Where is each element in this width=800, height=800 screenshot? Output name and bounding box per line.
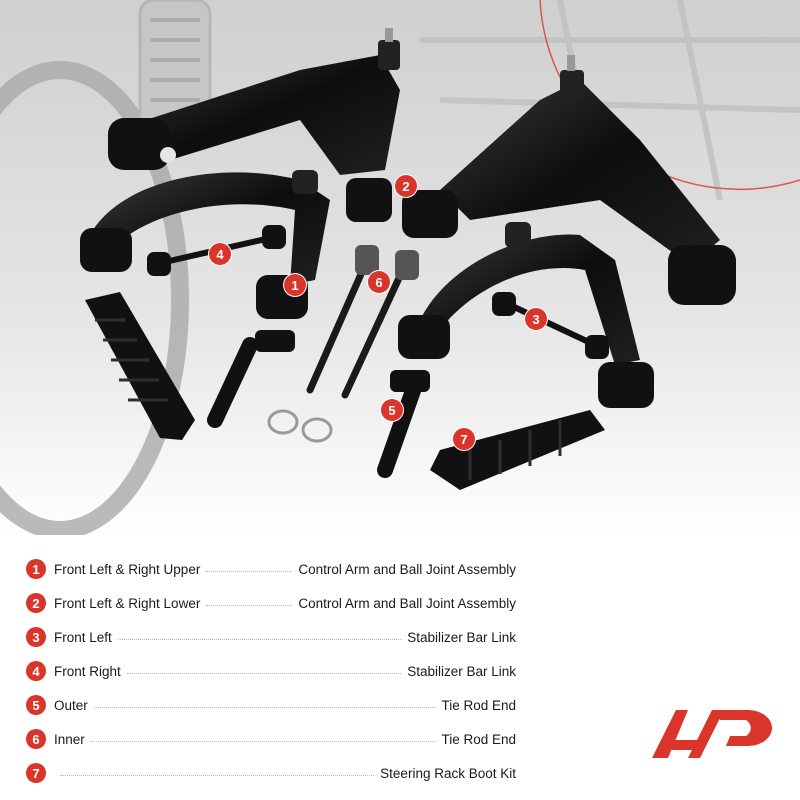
legend-part: Stabilizer Bar Link — [407, 663, 516, 679]
outer-tie-rods — [207, 330, 430, 478]
legend-part: Control Arm and Ball Joint Assembly — [298, 595, 516, 611]
upper-control-arm-right — [398, 222, 654, 408]
legend-part: Steering Rack Boot Kit — [380, 765, 516, 781]
lower-control-arm-left — [108, 28, 400, 222]
leader-dots — [117, 638, 402, 640]
legend-row: 6 Inner Tie Rod End — [26, 722, 516, 756]
parts-legend: 1 Front Left & Right Upper Control Arm a… — [26, 552, 516, 790]
callout-6: 6 — [368, 271, 390, 293]
legend-part: Stabilizer Bar Link — [407, 629, 516, 645]
leader-dots — [126, 672, 402, 674]
legend-position: Outer — [54, 697, 88, 713]
inner-tie-rods — [306, 245, 419, 399]
legend-row: 1 Front Left & Right Upper Control Arm a… — [26, 552, 516, 586]
legend-part: Tie Rod End — [441, 731, 516, 747]
leader-dots — [206, 604, 293, 606]
leader-dots — [90, 740, 436, 742]
legend-row: 3 Front Left Stabilizer Bar Link — [26, 620, 516, 654]
product-photo: 1 2 3 4 5 6 7 — [0, 0, 800, 535]
legend-number: 6 — [26, 729, 46, 749]
legend-position: Front Left — [54, 629, 112, 645]
callout-5: 5 — [381, 399, 403, 421]
callout-3: 3 — [525, 308, 547, 330]
legend-position: Front Left & Right Lower — [54, 595, 201, 611]
legend-number: 1 — [26, 559, 46, 579]
legend-number: 5 — [26, 695, 46, 715]
lower-control-arm-right — [402, 55, 736, 305]
a-premium-logo-icon — [652, 710, 772, 758]
legend-row: 2 Front Left & Right Lower Control Arm a… — [26, 586, 516, 620]
legend-number: 3 — [26, 627, 46, 647]
leader-dots — [206, 570, 293, 572]
legend-position: Front Right — [54, 663, 121, 679]
leader-dots — [93, 706, 436, 708]
legend-row: 4 Front Right Stabilizer Bar Link — [26, 654, 516, 688]
legend-position: Front Left & Right Upper — [54, 561, 201, 577]
legend-number: 7 — [26, 763, 46, 783]
legend-position: Inner — [54, 731, 85, 747]
callout-1: 1 — [284, 274, 306, 296]
callout-2: 2 — [395, 175, 417, 197]
callout-4: 4 — [209, 243, 231, 265]
leader-dots — [60, 774, 375, 776]
callout-7: 7 — [453, 428, 475, 450]
upper-control-arm-left — [80, 170, 330, 319]
washers — [267, 409, 333, 443]
legend-part: Control Arm and Ball Joint Assembly — [298, 561, 516, 577]
stabilizer-link-left-part — [492, 292, 609, 359]
steering-boot-left — [85, 292, 195, 440]
parts-illustration — [0, 0, 800, 535]
legend-row: 5 Outer Tie Rod End — [26, 688, 516, 722]
legend-row: 7 Steering Rack Boot Kit — [26, 756, 516, 790]
legend-number: 2 — [26, 593, 46, 613]
legend-part: Tie Rod End — [441, 697, 516, 713]
steering-boot-right — [430, 410, 605, 490]
legend-number: 4 — [26, 661, 46, 681]
